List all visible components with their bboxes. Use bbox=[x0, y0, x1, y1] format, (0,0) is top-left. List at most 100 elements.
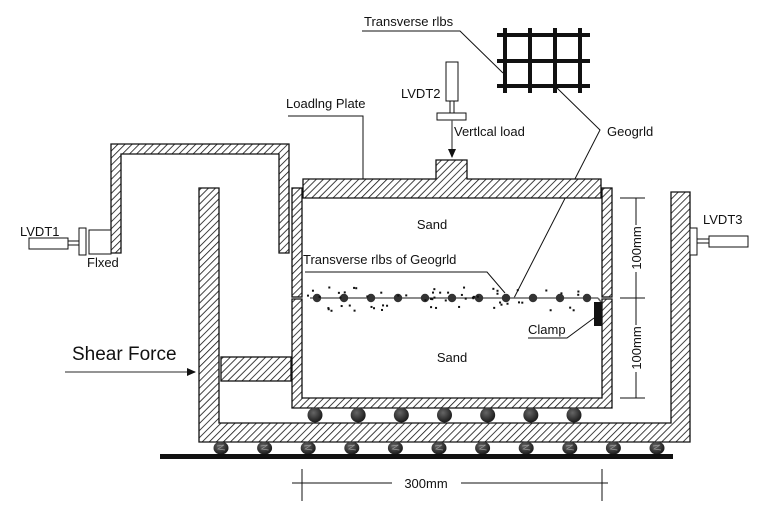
loading-plate-leader bbox=[288, 115, 364, 185]
sand-lower-label: Sand bbox=[437, 350, 467, 365]
rib-bead bbox=[393, 293, 403, 303]
sand-grain bbox=[433, 288, 436, 291]
upper-box-right-wall bbox=[601, 187, 613, 298]
lower-rollers bbox=[213, 441, 665, 455]
sand-grain bbox=[328, 286, 331, 289]
roller-texture bbox=[522, 444, 531, 451]
lower-roller bbox=[300, 441, 316, 455]
sand-grain bbox=[366, 295, 369, 298]
upper-roller bbox=[437, 407, 452, 423]
lower-height-label: 100mm bbox=[629, 326, 644, 369]
roller-body bbox=[431, 441, 447, 455]
sand-grain bbox=[306, 294, 309, 297]
sand-grain bbox=[464, 297, 467, 300]
sand-grain bbox=[381, 308, 384, 311]
roller-texture bbox=[216, 444, 226, 451]
sand-grain bbox=[339, 296, 342, 299]
roller-body bbox=[605, 441, 621, 455]
sand-grain bbox=[327, 308, 330, 311]
sand-grain bbox=[572, 309, 575, 312]
rib-bead bbox=[528, 293, 538, 303]
geogrid-end bbox=[597, 297, 602, 303]
roller-texture bbox=[347, 444, 356, 451]
sand-grain bbox=[500, 303, 503, 306]
rib-bead bbox=[366, 293, 376, 303]
transverse-ribs-of-geogrid-leader bbox=[305, 271, 506, 294]
sand-grain bbox=[499, 301, 502, 304]
sand-grain bbox=[439, 291, 442, 294]
sand-grain bbox=[353, 309, 356, 312]
shear-push-block bbox=[220, 356, 292, 382]
sand-grain bbox=[405, 294, 408, 297]
transverse-ribs-of-geogrid-label: Transverse rlbs of Geogrld bbox=[303, 252, 456, 267]
sand-grain bbox=[506, 302, 509, 305]
geogrid-leader bbox=[513, 87, 601, 299]
rib-bead bbox=[582, 293, 592, 303]
sand-grain bbox=[429, 297, 432, 300]
sand-grain bbox=[431, 298, 434, 301]
sand-grain bbox=[435, 306, 438, 309]
sand-grain bbox=[327, 307, 330, 310]
lvdt2-sensor bbox=[436, 61, 467, 121]
sand-grain bbox=[496, 289, 499, 292]
sand-grain bbox=[569, 306, 572, 309]
fixed-label: Flxed bbox=[87, 255, 119, 270]
sand-grain bbox=[447, 291, 450, 294]
roller-texture bbox=[652, 444, 662, 451]
rib-bead bbox=[555, 293, 565, 303]
sand-grain bbox=[353, 286, 356, 289]
lower-roller bbox=[257, 441, 273, 455]
length-dimension bbox=[292, 469, 608, 501]
roller-texture bbox=[391, 444, 400, 451]
sand-grain bbox=[577, 293, 580, 296]
sand-grain bbox=[492, 287, 495, 290]
lvdt1-sensor bbox=[28, 227, 112, 256]
sand-grain bbox=[463, 286, 466, 289]
upper-rollers bbox=[307, 407, 582, 423]
lvdt2-label: LVDT2 bbox=[401, 86, 441, 101]
rib-bead bbox=[447, 293, 457, 303]
geogrid-inset-icon bbox=[497, 28, 590, 93]
lower-roller bbox=[213, 441, 229, 455]
upper-height-label: 100mm bbox=[629, 226, 644, 269]
geogrid-label: Geogrld bbox=[607, 124, 653, 139]
upper-roller bbox=[393, 407, 409, 423]
transverse-ribs-leader bbox=[362, 30, 504, 74]
vertical-load-label: Vertlcal load bbox=[454, 124, 525, 139]
sand-grain bbox=[496, 292, 499, 295]
roller-texture bbox=[304, 444, 313, 451]
roller-body bbox=[475, 441, 491, 455]
roller-body bbox=[344, 441, 360, 455]
sand-grain bbox=[337, 291, 340, 294]
sand-upper-label: Sand bbox=[417, 217, 447, 232]
sand-grain bbox=[424, 299, 427, 302]
sand-grain bbox=[545, 289, 548, 292]
roller-body bbox=[300, 441, 316, 455]
shear-force-label: Shear Force bbox=[72, 344, 177, 365]
sand-grain bbox=[382, 304, 385, 307]
sand-grain bbox=[318, 295, 321, 298]
sand-grain bbox=[340, 305, 343, 308]
lvdt1-label: LVDT1 bbox=[20, 224, 60, 239]
rib-bead bbox=[420, 293, 430, 303]
clamp bbox=[594, 302, 602, 326]
sand-grain bbox=[518, 301, 521, 304]
ground-base bbox=[160, 454, 673, 459]
roller-body bbox=[257, 441, 273, 455]
sand-grain bbox=[343, 291, 346, 294]
sand-grain bbox=[444, 299, 447, 302]
clamp-label: Clamp bbox=[528, 322, 566, 337]
sand-grain bbox=[380, 291, 383, 294]
roller-body bbox=[387, 441, 403, 455]
lower-shear-box bbox=[198, 187, 691, 443]
roller-body bbox=[518, 441, 534, 455]
lower-roller bbox=[649, 441, 665, 455]
rib-bead bbox=[501, 293, 511, 303]
transverse-ribs-label: Transverse rlbs bbox=[364, 14, 454, 29]
clamp-leader bbox=[528, 317, 595, 339]
lower-roller bbox=[431, 441, 447, 455]
sand-grain bbox=[516, 289, 519, 292]
roller-texture bbox=[609, 444, 618, 451]
roller-texture bbox=[565, 444, 574, 451]
